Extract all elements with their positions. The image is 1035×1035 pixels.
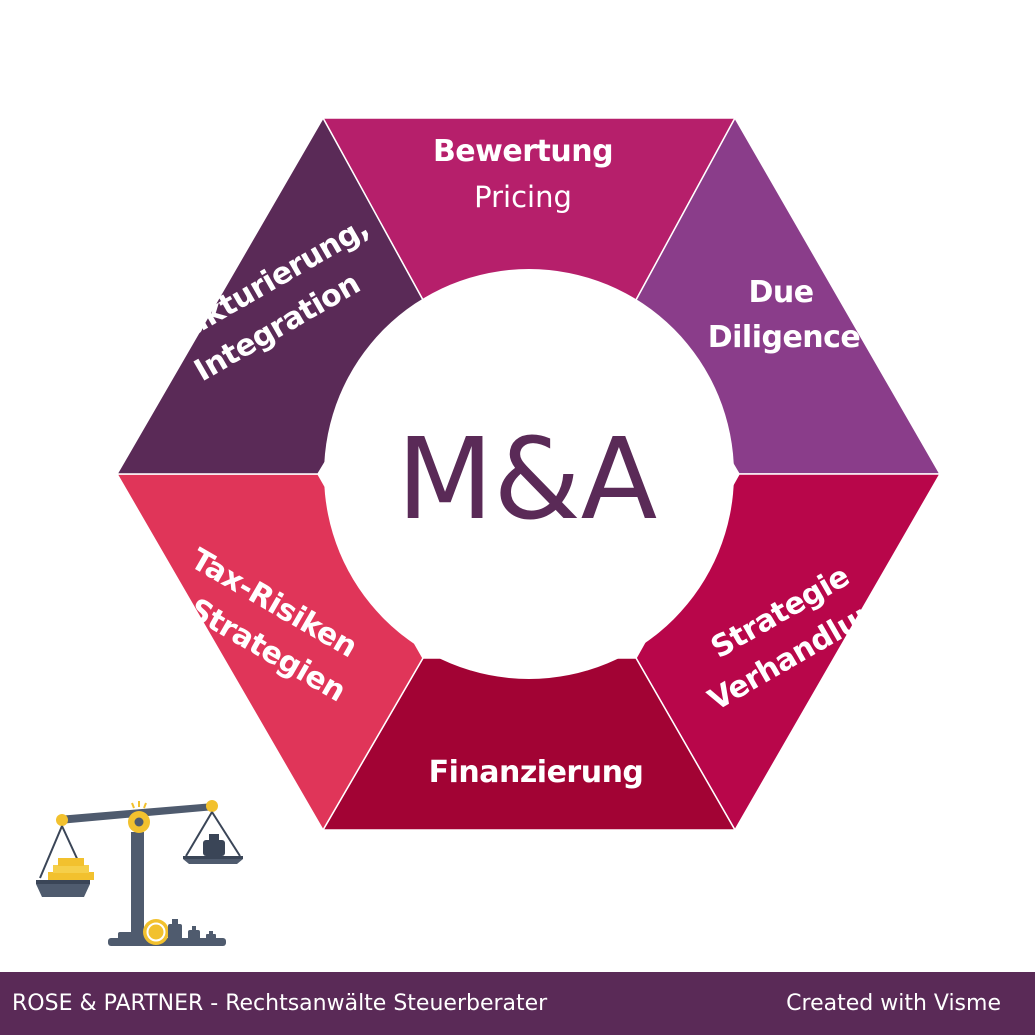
segment-label-due: Due (748, 275, 813, 310)
center-circle (324, 269, 734, 679)
balance-scale-icon (36, 800, 243, 946)
footer-credit: Created with Visme (786, 991, 1001, 1016)
segment-label-bewertung: Bewertung (433, 134, 613, 169)
mna-wheel-diagram: M&A Bewertung Pricing Due Diligence Stra… (36, 116, 942, 946)
segment-label-finanzierung: Finanzierung (429, 755, 644, 790)
segment-label-diligence: Diligence (708, 320, 861, 355)
segment-sublabel-pricing: Pricing (474, 180, 572, 214)
footer-company: ROSE & PARTNER - Rechtsanwälte Steuerber… (12, 991, 548, 1016)
footer-bar: ROSE & PARTNER - Rechtsanwälte Steuerber… (0, 972, 1035, 1035)
center-label: M&A (397, 415, 658, 545)
